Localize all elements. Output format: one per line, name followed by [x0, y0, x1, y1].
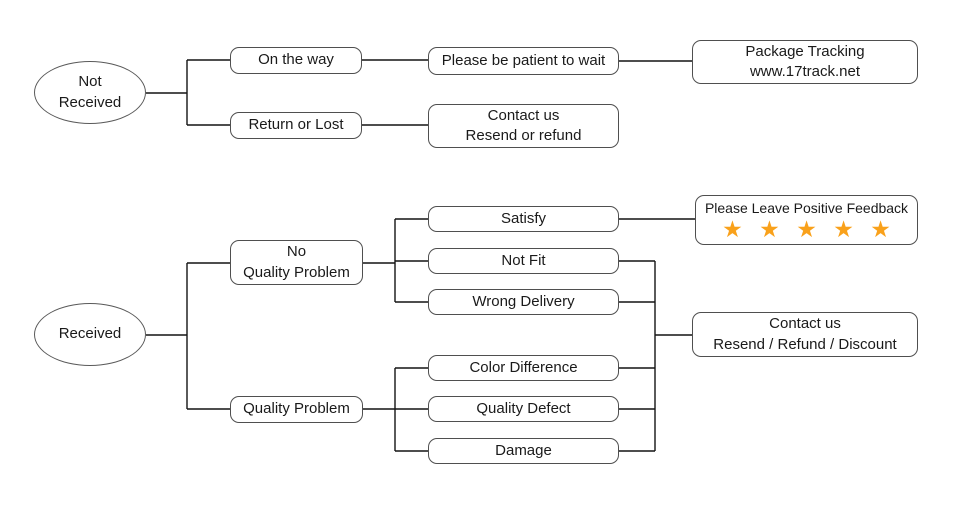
node-package-tracking: Package Tracking www.17track.net: [692, 40, 918, 84]
node-wrong-delivery-label: Wrong Delivery: [472, 292, 575, 310]
node-contact-discount-line2: Resend / Refund / Discount: [713, 335, 897, 353]
node-received: Received: [34, 303, 146, 366]
node-satisfy: Satisfy: [428, 206, 619, 232]
five-star-rating-icons: ★ ★ ★ ★ ★: [722, 215, 896, 242]
node-received-label: Received: [58, 325, 122, 343]
node-not-received: Not Received: [34, 61, 146, 124]
node-positive-feedback: Please Leave Positive Feedback ★ ★ ★ ★ ★: [695, 195, 918, 245]
node-satisfy-label: Satisfy: [500, 209, 546, 227]
node-positive-feedback-title: Please Leave Positive Feedback: [704, 200, 909, 217]
node-no-quality-problem-line2: Quality Problem: [243, 263, 350, 281]
node-contact-us-resend-refund: Contact us Resend or refund: [428, 104, 619, 148]
node-quality-problem: Quality Problem: [230, 396, 363, 423]
node-wrong-delivery: Wrong Delivery: [428, 289, 619, 315]
node-return-or-lost: Return or Lost: [230, 112, 362, 139]
node-package-tracking-url: www.17track.net: [749, 63, 861, 80]
node-contact-discount-line1: Contact us: [769, 315, 841, 333]
node-please-be-patient: Please be patient to wait: [428, 47, 619, 75]
node-not-received-line2: Received: [58, 93, 122, 111]
node-package-tracking-line1: Package Tracking: [745, 42, 865, 60]
node-damage: Damage: [428, 438, 619, 464]
node-quality-defect: Quality Defect: [428, 396, 619, 422]
node-not-fit-label: Not Fit: [501, 251, 546, 269]
node-please-be-patient-label: Please be patient to wait: [441, 51, 606, 69]
node-color-difference-label: Color Difference: [469, 358, 578, 376]
node-contact-us-line1: Contact us: [487, 106, 560, 124]
node-quality-defect-label: Quality Defect: [476, 399, 571, 417]
node-on-the-way-label: On the way: [258, 51, 334, 69]
node-contact-us-line2: Resend or refund: [465, 127, 582, 144]
node-no-quality-problem: No Quality Problem: [230, 240, 363, 285]
node-contact-us-resend-refund-discount: Contact us Resend / Refund / Discount: [692, 312, 918, 357]
node-not-received-line1: Not: [78, 73, 102, 91]
node-on-the-way: On the way: [230, 47, 362, 74]
node-no-quality-problem-line1: No: [286, 243, 307, 261]
node-return-or-lost-label: Return or Lost: [248, 116, 344, 134]
node-quality-problem-label: Quality Problem: [243, 400, 350, 418]
node-damage-label: Damage: [495, 441, 552, 459]
node-not-fit: Not Fit: [428, 248, 619, 274]
node-color-difference: Color Difference: [428, 355, 619, 381]
